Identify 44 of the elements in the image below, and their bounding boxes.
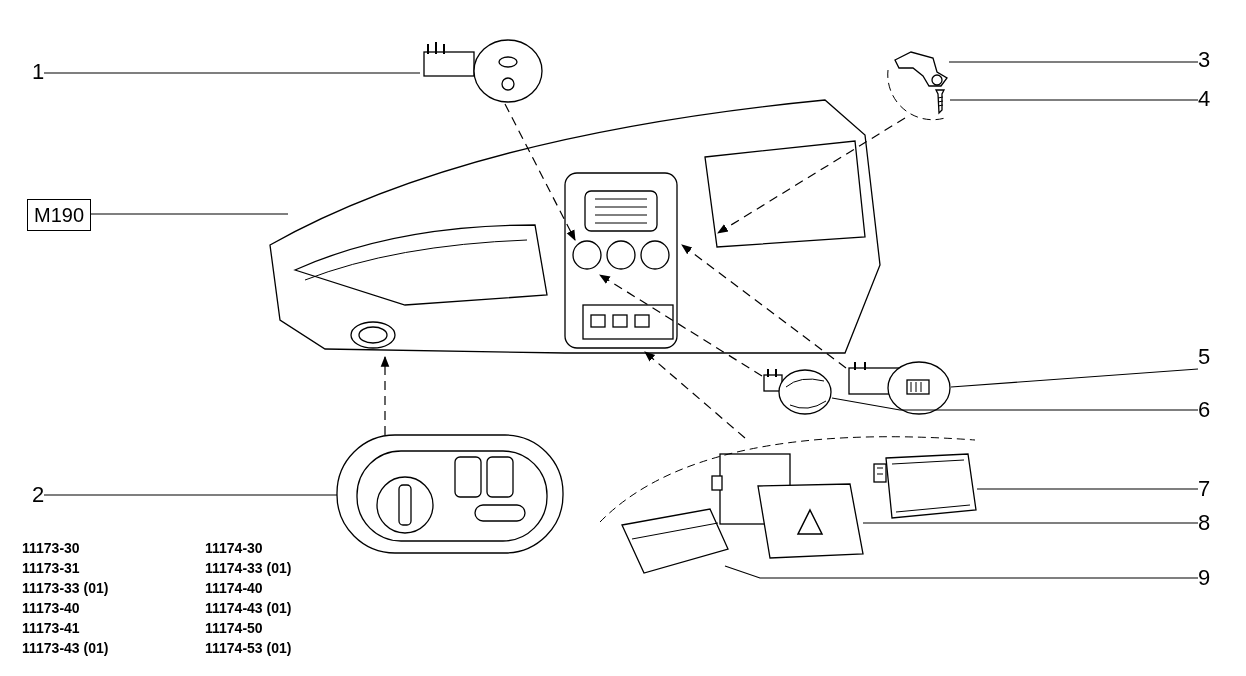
callout-number: 6 (1198, 398, 1211, 422)
lamp-socket-drawing (420, 38, 545, 104)
leader-line (724, 565, 1199, 579)
leader-line (43, 494, 338, 496)
switch-drawing (845, 360, 951, 416)
model-code: 11174-43 (01) (205, 600, 292, 616)
model-code: 11174-50 (205, 620, 263, 636)
callout-number: 9 (1198, 566, 1211, 590)
leader-line (90, 213, 289, 215)
leader-line (976, 488, 1199, 490)
hazard-switch-drawing (710, 450, 865, 560)
switch-drawing (872, 450, 978, 520)
model-code: 11174-40 (205, 580, 263, 596)
callout-number: 7 (1198, 477, 1211, 501)
assembly-arrow (681, 244, 847, 369)
leader-line (862, 522, 1199, 524)
leader-line (948, 61, 1199, 63)
model-code: 11174-53 (01) (205, 640, 292, 656)
assembly-arrow (504, 103, 576, 241)
assembly-arrow (717, 117, 906, 234)
assembly-arrow (380, 355, 390, 436)
leader-line (950, 368, 1199, 388)
callout-number: 5 (1198, 345, 1211, 369)
callout-number: 3 (1198, 48, 1211, 72)
switch-drawing (620, 505, 730, 575)
leader-line (949, 99, 1199, 101)
model-code: 11173-33 (01) (22, 580, 109, 596)
leader-line (831, 397, 1199, 411)
callout-number: 4 (1198, 87, 1211, 111)
model-code: 11174-30 (205, 540, 263, 556)
assembly-arrow (599, 274, 763, 377)
clip-drawing (893, 50, 949, 88)
model-code: 11173-31 (22, 560, 80, 576)
model-code: 11173-41 (22, 620, 80, 636)
reference-box: M190 (27, 199, 92, 231)
callout-number: 2 (32, 483, 45, 507)
model-code: 11174-33 (01) (205, 560, 292, 576)
callout-number: 1 (32, 60, 45, 84)
model-code: 11173-43 (01) (22, 640, 109, 656)
callout-number: 8 (1198, 511, 1211, 535)
model-code: 11173-30 (22, 540, 80, 556)
leader-line (43, 72, 421, 74)
model-code: 11173-40 (22, 600, 80, 616)
assembly-arrow (644, 351, 746, 439)
